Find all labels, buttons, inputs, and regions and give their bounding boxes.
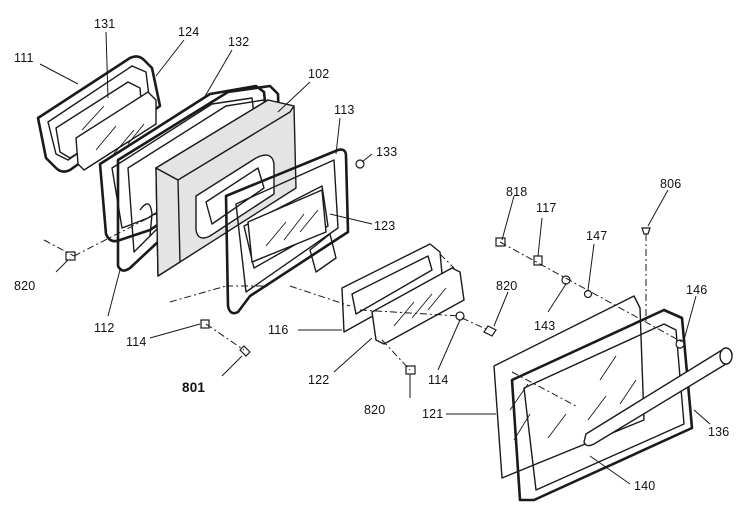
- callout-113: 113: [334, 103, 355, 117]
- part-122-glass-pane: [371, 267, 465, 345]
- part-136-handle: [583, 347, 733, 447]
- callout-136: 136: [708, 425, 729, 439]
- callout-140: 140: [634, 479, 655, 493]
- clip-117: [533, 255, 543, 266]
- callout-133: 133: [376, 145, 397, 159]
- clip-820-bottom: [405, 365, 416, 375]
- leader-lines: [39, 31, 711, 485]
- clip-114-left: [200, 319, 210, 329]
- callout-112: 112: [94, 321, 115, 335]
- part-123-glass-pane: [247, 189, 327, 263]
- callout-820-right: 820: [496, 279, 517, 293]
- callout-121: 121: [422, 407, 443, 421]
- screw-820-right: [483, 325, 497, 337]
- callout-801: 801: [182, 380, 205, 395]
- callout-132: 132: [228, 35, 249, 49]
- callout-labels: 111 131 124 132 102 113 133 123 820 112 …: [14, 17, 729, 493]
- callout-123: 123: [374, 219, 395, 233]
- callout-122: 122: [308, 373, 329, 387]
- washer-147: [583, 289, 593, 299]
- part-102-insulation-block: [155, 99, 297, 277]
- callout-143: 143: [534, 319, 555, 333]
- callout-116: 116: [268, 323, 289, 337]
- callout-820-left: 820: [14, 279, 35, 293]
- callout-820-bottom: 820: [364, 403, 385, 417]
- part-124-glass-pane: [75, 91, 157, 171]
- callout-146: 146: [686, 283, 707, 297]
- callout-131: 131: [94, 17, 115, 31]
- callout-818: 818: [506, 185, 527, 199]
- washer-146: [675, 339, 685, 349]
- callout-117: 117: [536, 201, 557, 215]
- callout-147: 147: [586, 229, 607, 243]
- callout-124: 124: [178, 25, 199, 39]
- screw-801: [239, 345, 251, 357]
- callout-114-left: 114: [126, 335, 147, 349]
- screw-806: [641, 227, 651, 235]
- callout-114-right: 114: [428, 373, 449, 387]
- callout-111: 111: [14, 51, 34, 65]
- callout-102: 102: [308, 67, 329, 81]
- assembly-lines: [43, 213, 683, 407]
- callout-806: 806: [660, 177, 681, 191]
